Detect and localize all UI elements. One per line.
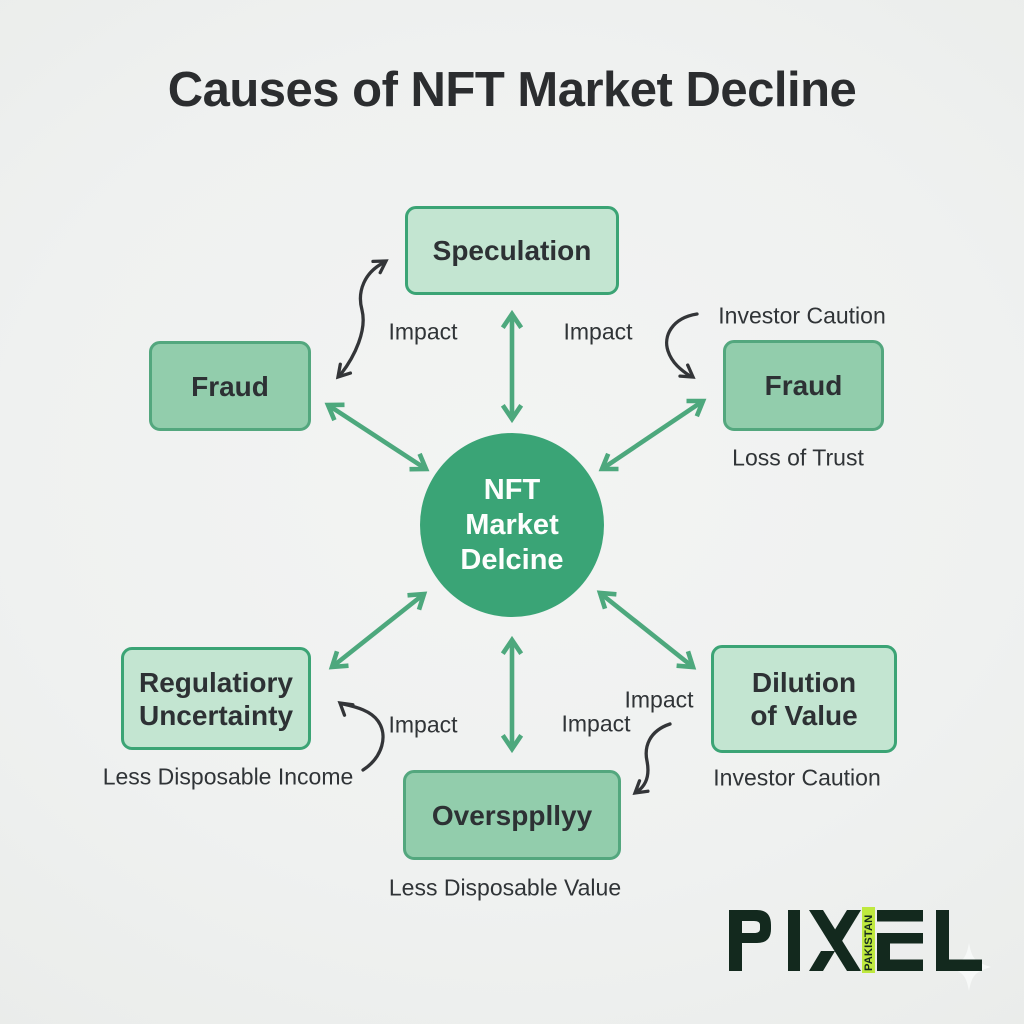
svg-text:PAKISTAN: PAKISTAN: [863, 915, 875, 971]
